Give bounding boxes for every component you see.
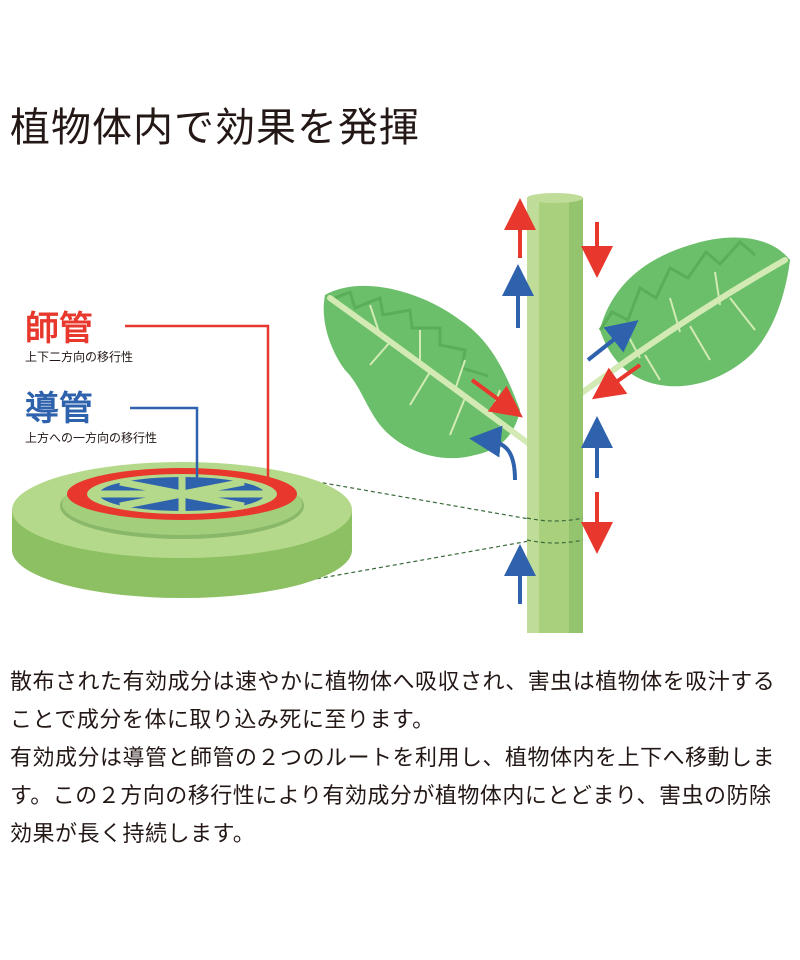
plant-diagram: 師管 上下二方向の移行性 導管 上方への一方向の移行性 (12, 193, 790, 633)
leaf-right (572, 237, 790, 401)
stem (526, 193, 584, 633)
phloem-leader (125, 324, 270, 480)
xylem-label: 導管 (25, 389, 93, 429)
arrow-phloem-into-stem-right (591, 363, 642, 400)
xylem-desc: 上方への一方向の移行性 (25, 430, 157, 445)
projection-lines (294, 477, 536, 581)
description: 散布された有効成分は速やかに植物体へ吸収され、害虫は植物体を吸汁することで成分を… (10, 664, 790, 854)
phloem-desc: 上下二方向の移行性 (25, 349, 133, 364)
arrow-phloem-into-stem-left (470, 378, 523, 418)
description-paragraph-1: 散布された有効成分は速やかに植物体へ吸収され、害虫は植物体を吸汁することで成分を… (10, 670, 776, 733)
arrow-xylem-into-leaf-right (586, 320, 639, 362)
flow-arrows (469, 198, 642, 604)
phloem-label: 師管 (25, 309, 93, 349)
leaf-left (323, 285, 543, 459)
description-paragraph-2: 有効成分は導管と師管の２つのルートを利用し、植物体内を上下へ移動します。この２方… (10, 746, 776, 847)
xylem-leader (130, 406, 199, 480)
page-title: 植物体内で効果を発揮 (10, 105, 420, 151)
stem-cross-section (12, 462, 352, 598)
arrow-xylem-into-leaf-left (469, 425, 517, 481)
